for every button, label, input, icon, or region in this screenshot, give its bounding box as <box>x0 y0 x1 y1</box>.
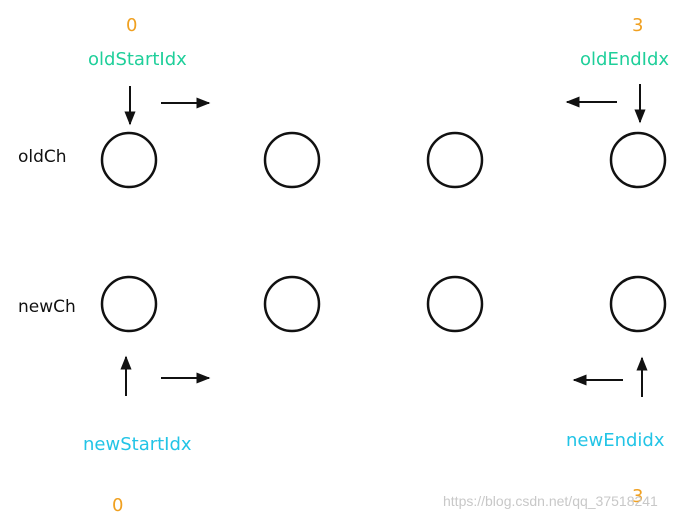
new-node-2 <box>426 275 484 333</box>
new-node-0 <box>100 275 158 333</box>
new-node-1 <box>263 275 321 333</box>
new-children-label: newCh <box>18 297 76 317</box>
old-start-idx-label: oldStartIdx <box>88 49 187 70</box>
watermark: https://blog.csdn.net/qq_37518241 <box>443 493 658 509</box>
old-node-0 <box>100 131 158 189</box>
old-children-label: oldCh <box>18 147 67 167</box>
old-node-1 <box>263 131 321 189</box>
old-node-3 <box>609 131 667 189</box>
new-end-idx-label: newEndidx <box>566 430 665 451</box>
old-node-2 <box>426 131 484 189</box>
new-node-3 <box>609 275 667 333</box>
old-end-idx-label: oldEndIdx <box>580 49 670 70</box>
old-start-index: 0 <box>126 15 138 36</box>
new-end-index: 3 <box>632 486 644 507</box>
old-end-index: 3 <box>632 15 644 36</box>
new-start-index: 0 <box>112 495 124 516</box>
new-start-idx-label: newStartIdx <box>83 434 192 455</box>
